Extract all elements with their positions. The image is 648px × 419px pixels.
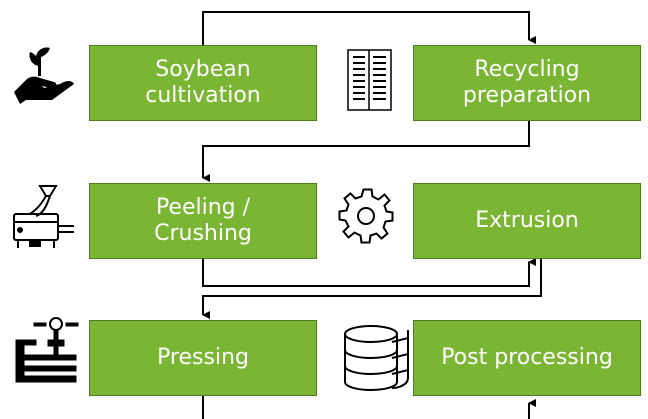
step-label: Recycling preparation [462, 57, 592, 108]
arrow-soybean-to-recycling [202, 11, 536, 45]
step-label: Peeling / Crushing [154, 195, 252, 246]
step-post-processing: Post processing [413, 320, 641, 396]
arrow-peeling-to-extrusion [202, 258, 536, 287]
hand-plant-icon [14, 47, 74, 104]
database-stack-icon [344, 325, 409, 391]
step-label: Extrusion [475, 208, 579, 233]
step-peeling-crushing: Peeling / Crushing [89, 183, 317, 259]
step-extrusion: Extrusion [413, 183, 641, 259]
arrow-extrusion-to-pressing [202, 258, 542, 319]
step-soybean-cultivation: Soybean cultivation [89, 45, 317, 121]
step-recycling-preparation: Recycling preparation [413, 45, 641, 121]
step-label: Pressing [157, 345, 249, 370]
step-pressing: Pressing [89, 320, 317, 396]
arrow-recycling-to-peeling [202, 121, 530, 182]
step-label: Post processing [441, 345, 613, 370]
paper-pages-icon [347, 49, 392, 111]
gear-icon [338, 188, 394, 244]
press-machine-icon [15, 317, 79, 383]
crusher-machine-icon [13, 185, 74, 248]
step-label: Soybean cultivation [145, 57, 261, 108]
